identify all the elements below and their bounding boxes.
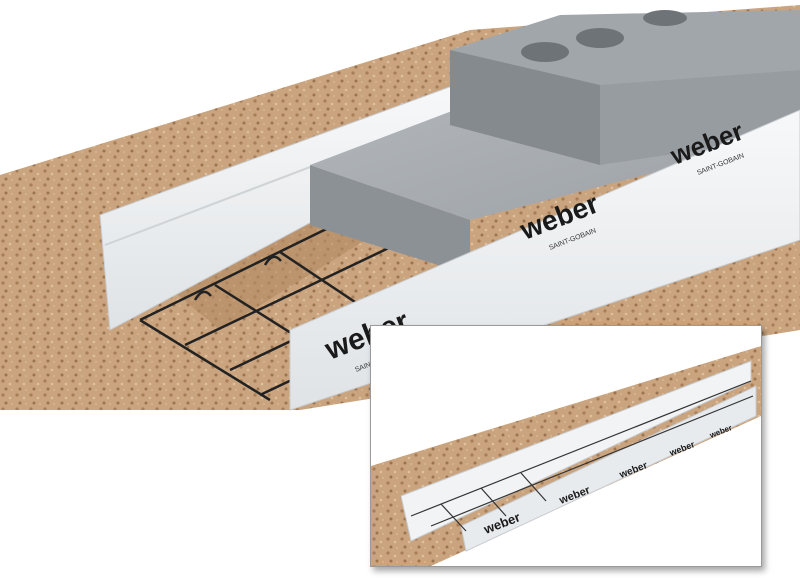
- concrete-slab-front: [310, 165, 470, 275]
- inset-long-trench-illustration: weber weber weber weber weber: [371, 346, 761, 566]
- inset-panel: weber weber weber weber weber: [370, 325, 762, 567]
